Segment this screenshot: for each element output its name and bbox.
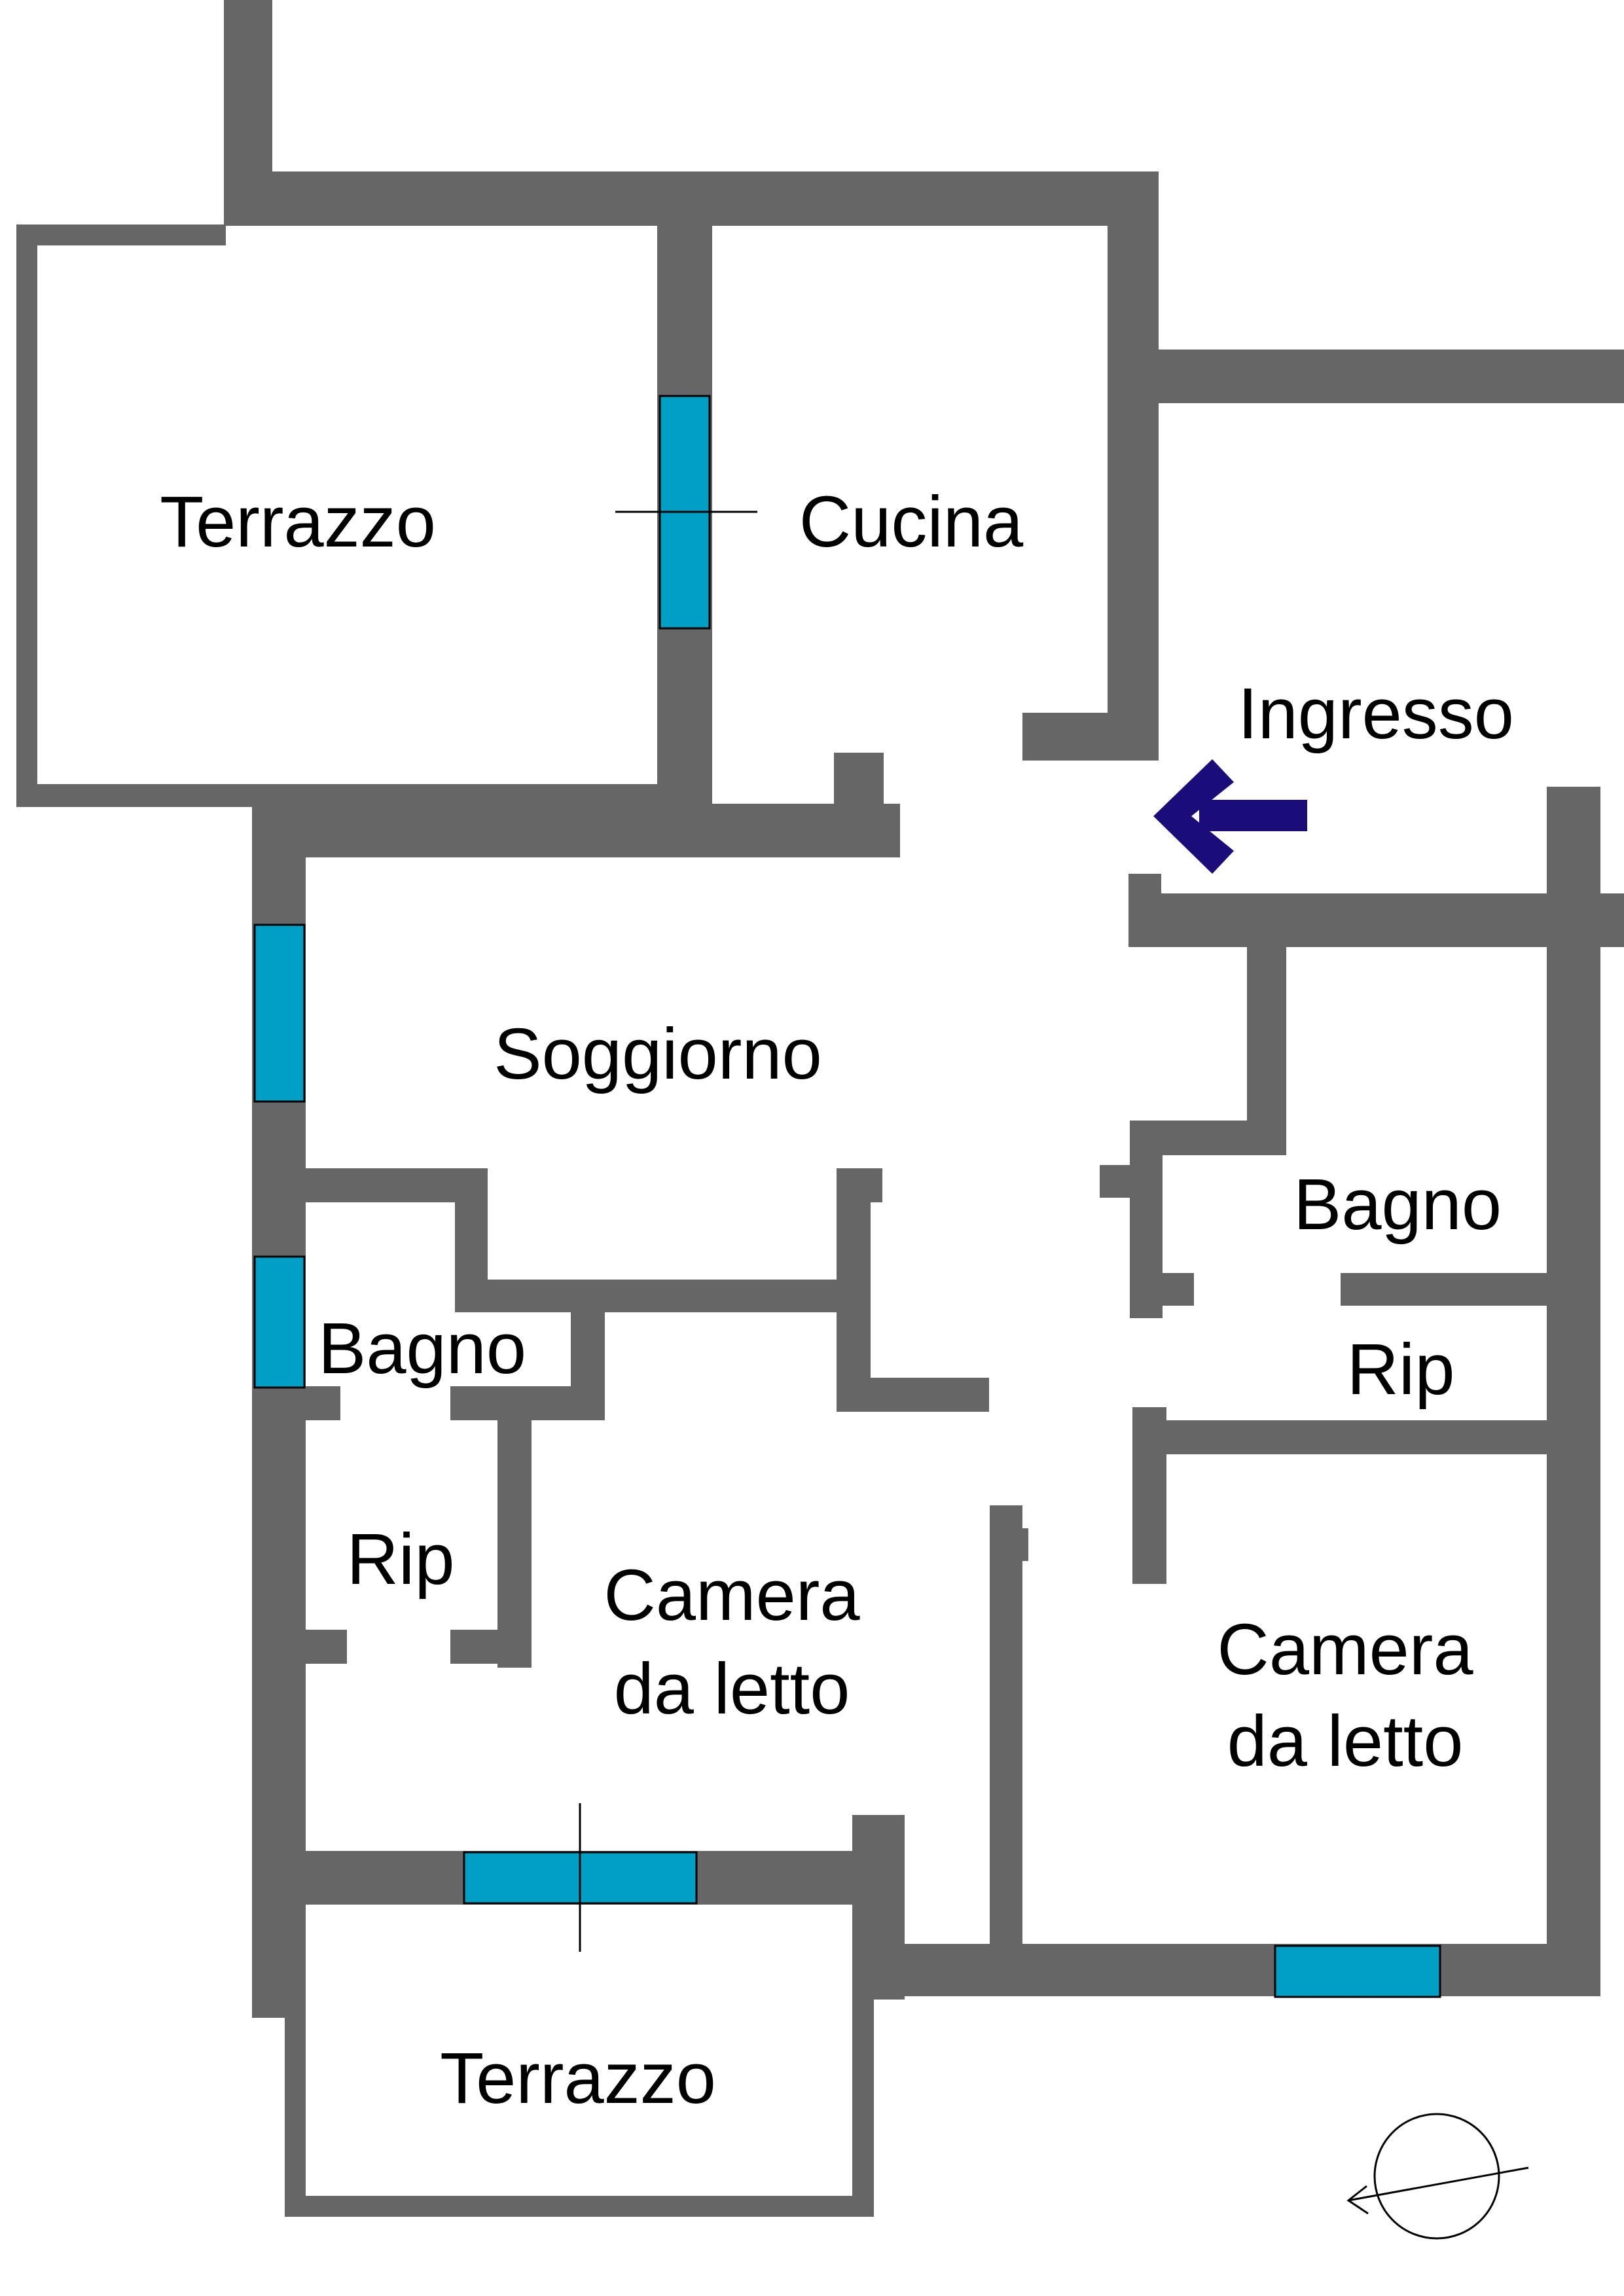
room-label-rip-left: Rip <box>346 1519 454 1600</box>
wall <box>285 2196 874 2217</box>
room-labels: Terrazzo Cucina Ingresso Soggiorno Bagno… <box>160 482 1514 2119</box>
room-label-camera-right-1: Camera <box>1217 1609 1473 1690</box>
wall <box>304 1630 347 1664</box>
wall <box>1108 171 1159 761</box>
room-label-camera-left-2: da letto <box>614 1649 850 1729</box>
wall <box>1128 893 1624 947</box>
wall <box>1163 1273 1194 1306</box>
wall <box>852 1990 874 2215</box>
room-label-terrazzo-bottom: Terrazzo <box>440 2038 716 2119</box>
room-label-terrazzo-top: Terrazzo <box>160 482 436 562</box>
wall <box>1247 942 1286 1155</box>
entry-arrow-icon <box>1153 759 1307 874</box>
wall <box>16 784 681 807</box>
wall <box>1100 1165 1132 1198</box>
wall <box>1022 713 1159 761</box>
wall <box>455 1280 844 1312</box>
wall <box>990 1505 1022 1950</box>
window <box>253 924 306 1103</box>
wall <box>497 1386 532 1668</box>
wall <box>285 1901 306 2215</box>
wall <box>1130 1121 1163 1318</box>
wall <box>1341 1273 1550 1306</box>
wall <box>16 224 37 807</box>
window <box>253 1255 306 1389</box>
wall <box>450 1630 532 1664</box>
room-label-cucina: Cucina <box>799 482 1024 562</box>
room-label-rip-right: Rip <box>1346 1329 1454 1410</box>
room-label-camera-left-1: Camera <box>604 1555 860 1636</box>
room-label-soggiorno: Soggiorno <box>494 1014 822 1094</box>
wall <box>837 1168 871 1410</box>
wall <box>16 224 226 245</box>
wall <box>224 171 1159 226</box>
wall <box>852 1944 1600 1996</box>
room-label-bagno-left: Bagno <box>318 1308 526 1389</box>
wall <box>1018 1528 1028 1561</box>
wall <box>837 1168 882 1202</box>
wall <box>834 753 884 812</box>
wall <box>1159 350 1624 403</box>
room-label-bagno-right: Bagno <box>1293 1164 1502 1245</box>
compass-icon <box>1346 2113 1529 2240</box>
room-label-camera-right-2: da letto <box>1227 1701 1464 1782</box>
wall <box>837 1378 989 1412</box>
wall <box>252 804 900 857</box>
room-label-ingresso: Ingresso <box>1238 673 1514 754</box>
wall <box>1547 787 1600 1996</box>
window <box>1274 1945 1441 1998</box>
wall <box>1132 1420 1550 1454</box>
walls <box>16 0 1624 2217</box>
wall <box>304 1386 340 1420</box>
